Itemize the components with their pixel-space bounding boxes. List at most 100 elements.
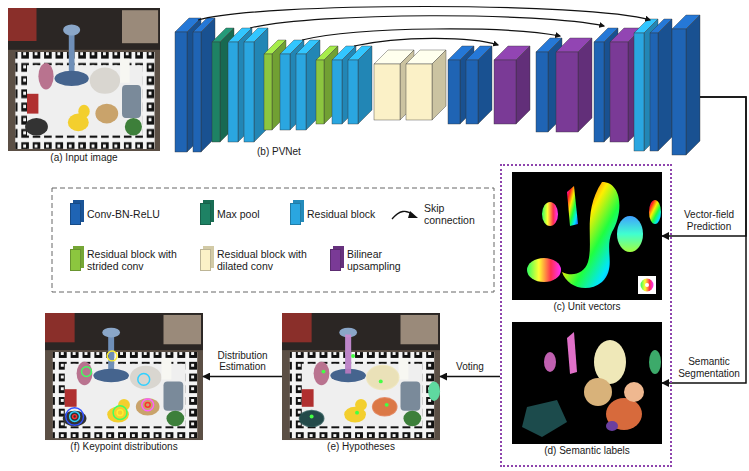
- network-block: [466, 60, 478, 124]
- keypoint-distribution-image: [145, 402, 150, 407]
- network-block: [175, 18, 201, 152]
- network-block: [406, 64, 432, 120]
- network-block: [650, 33, 658, 151]
- unit-vector-image: [645, 283, 649, 287]
- legend-swatch: [200, 203, 211, 225]
- hypotheses-image: [310, 415, 314, 419]
- keypoint-distribution-image: [107, 351, 117, 361]
- keypoint-distribution-image: [138, 374, 150, 386]
- semantic-label-image: [606, 398, 642, 430]
- edge-label: Semantic Segmentation: [676, 356, 742, 379]
- keypoint-distribution-image: [73, 415, 77, 419]
- network-block: [672, 15, 700, 155]
- network-block: [280, 54, 290, 130]
- keypoint-distribution-image: [82, 367, 92, 377]
- network-blocks: [175, 15, 700, 155]
- semantic-label-image: [512, 322, 662, 444]
- keypoint-distribution-image: [66, 408, 84, 426]
- legend-frame: [52, 188, 494, 292]
- hypotheses-image: [299, 410, 325, 428]
- network-block: [244, 42, 254, 142]
- skip-connection-arcs: [198, 7, 650, 21]
- edge-label: Voting: [443, 361, 497, 373]
- network-block: [672, 29, 686, 155]
- edge-label: Distribution Estimation: [206, 350, 280, 373]
- network-block: [175, 32, 187, 152]
- network-block: [332, 60, 342, 124]
- unit-vector-image: [512, 172, 662, 300]
- semantic-label-image: [512, 322, 662, 444]
- network-block: [348, 46, 372, 124]
- flow-arrow: [203, 376, 282, 378]
- flow-arrow: [662, 97, 746, 383]
- keypoint-distribution-image: [117, 410, 123, 416]
- image-area: [45, 313, 203, 440]
- semantic-label-image: [567, 332, 577, 374]
- network-block: [358, 46, 372, 124]
- legend-label: Residual block with strided conv: [87, 248, 177, 272]
- output-group: (c) Unit vectors (d) Semantic labels: [500, 164, 672, 467]
- hypotheses-image: [345, 334, 351, 373]
- image-panel: (c) Unit vectors: [512, 172, 662, 315]
- image-panel: (a) Input image: [8, 8, 160, 166]
- network-block: [556, 52, 578, 132]
- panel-caption: (b) PVNet: [257, 12, 301, 158]
- input-image: [8, 8, 160, 151]
- network-block: [610, 42, 628, 142]
- network-block: [494, 60, 516, 124]
- input-image: [8, 8, 160, 151]
- network-block: [634, 19, 658, 151]
- legend-swatch: [330, 249, 341, 271]
- unit-vector-image: [638, 276, 656, 294]
- network-block: [478, 46, 492, 124]
- network-block: [316, 60, 324, 124]
- network-block: [406, 50, 446, 120]
- skip-connection-sample: [390, 206, 420, 222]
- keypoint-distribution-image: [45, 313, 203, 440]
- unit-vector-image: [562, 182, 619, 288]
- legend-label: Residual block with dilated conv: [217, 248, 307, 272]
- panel-caption: (c) Unit vectors: [553, 300, 620, 313]
- network-block: [348, 60, 358, 124]
- skip-connection-arcs: [198, 7, 650, 47]
- hypotheses-image: [282, 313, 440, 440]
- hypotheses-image: [351, 354, 355, 358]
- hypotheses-image: [372, 397, 398, 417]
- hypotheses-image: [385, 403, 389, 407]
- skip-connection-arcs: [250, 16, 604, 28]
- network-block: [644, 19, 658, 151]
- semantic-label-image: [649, 350, 661, 374]
- network-block: [193, 32, 201, 152]
- legend-swatch: [200, 249, 211, 271]
- panel-caption: (a) Input image: [50, 151, 117, 164]
- semantic-label-image: [606, 421, 618, 431]
- panel-caption: (e) Hypotheses: [327, 440, 395, 453]
- hypotheses-image: [322, 370, 326, 374]
- image-panel: (f) Keypoint distributions: [45, 313, 203, 455]
- flow-arrow: [440, 376, 500, 378]
- hypotheses-image: [379, 379, 383, 383]
- legend-label: Residual block: [307, 208, 387, 220]
- network-block: [264, 54, 272, 130]
- network-block: [187, 18, 201, 152]
- semantic-label-image: [544, 352, 556, 372]
- network-block: [594, 42, 604, 142]
- network-block: [634, 33, 644, 151]
- flow-arrow: [662, 97, 746, 236]
- network-block: [658, 19, 672, 151]
- hypotheses-image: [282, 313, 440, 440]
- panel-caption: (f) Keypoint distributions: [70, 440, 177, 453]
- network-block: [650, 19, 672, 151]
- keypoint-distribution-image: [70, 412, 80, 422]
- unit-vector-image: [617, 216, 643, 252]
- legend-label: Bilinear upsampling: [347, 248, 417, 272]
- network-block: [556, 38, 592, 132]
- network-block: [536, 52, 548, 132]
- network-block: [448, 60, 460, 124]
- unit-vector-image: [527, 258, 561, 282]
- panel-caption: (d) Semantic labels: [544, 444, 630, 457]
- semantic-label-image: [594, 340, 626, 384]
- unit-vector-image: [641, 279, 654, 292]
